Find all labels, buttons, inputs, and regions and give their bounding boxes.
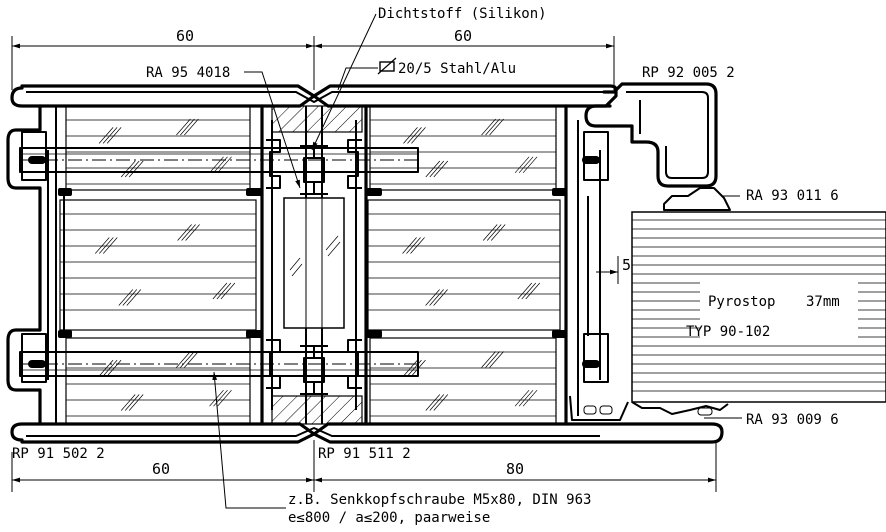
label-ra-95-4018: RA 95 4018 xyxy=(146,65,230,81)
dim-bottom-left: 60 xyxy=(152,460,170,478)
top-dimension-line xyxy=(11,36,615,90)
clip-profiles xyxy=(21,131,609,395)
label-ra-93-009-6: RA 93 009 6 xyxy=(746,412,839,428)
label-sealant: Dichtstoff (Silikon) xyxy=(378,6,547,22)
profile-ra-93-009-6 xyxy=(569,395,729,421)
dim-bottom-right: 80 xyxy=(506,460,524,478)
hatched-sealant-blocks xyxy=(271,105,363,425)
label-screw-line2: e≤800 / a≤200, paarweise xyxy=(288,510,490,526)
dim-top-right: 60 xyxy=(454,27,472,45)
center-glass-insert xyxy=(283,197,345,329)
bottom-dimension-line xyxy=(11,440,717,492)
label-pyrostop-thickness: 37mm xyxy=(806,294,840,310)
dim-top-left: 60 xyxy=(176,27,194,45)
label-rp-91-511-2: RP 91 511 2 xyxy=(318,446,411,462)
label-typ: TYP 90-102 xyxy=(686,324,770,340)
label-rp-92-005-2: RP 92 005 2 xyxy=(642,65,735,81)
dim-gap: 5 xyxy=(622,256,631,274)
steel-alu-label-group: 20/5 Stahl/Alu xyxy=(377,57,516,77)
pyrostop-glass-pane xyxy=(631,211,886,403)
profile-rp-92-005-2 xyxy=(584,82,731,211)
label-rp-91-502-2: RP 91 502 2 xyxy=(12,446,105,462)
outer-frame-profiles xyxy=(6,84,724,444)
label-screw-line1: z.B. Senkkopfschraube M5x80, DIN 963 xyxy=(288,492,591,508)
leader-lines xyxy=(212,13,742,509)
label-ra-93-011-6: RA 93 011 6 xyxy=(746,188,839,204)
label-pyrostop: Pyrostop xyxy=(708,294,775,310)
label-steel-alu: 20/5 Stahl/Alu xyxy=(398,61,516,77)
screw-assembly-top xyxy=(19,147,419,173)
screw-assembly-bottom xyxy=(19,351,419,377)
black-gaskets xyxy=(28,156,600,368)
rectangular-section-icon xyxy=(377,57,397,75)
